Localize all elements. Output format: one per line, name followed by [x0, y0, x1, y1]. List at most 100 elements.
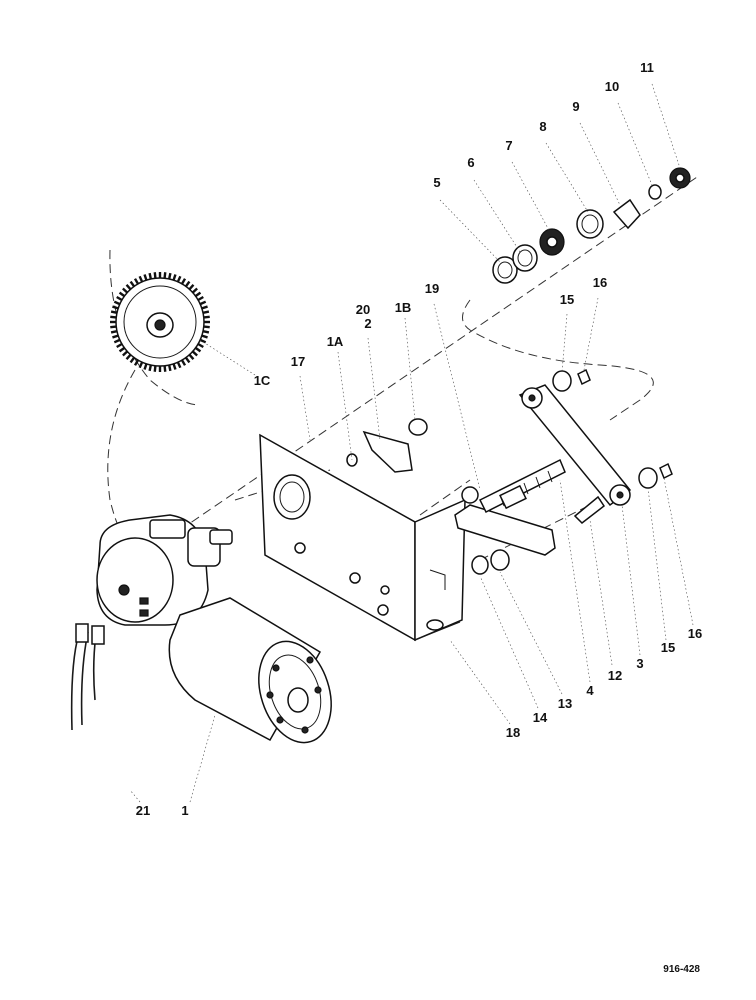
- gear-tooth: [188, 284, 195, 291]
- leader-line: [589, 519, 613, 666]
- leader-line: [479, 575, 539, 709]
- gear-tooth: [176, 275, 182, 283]
- gear-tooth: [203, 325, 210, 329]
- gear-tooth: [110, 329, 118, 334]
- gear-tooth: [199, 300, 207, 306]
- callout-label: 16: [593, 275, 607, 290]
- callout-label: 2: [364, 316, 371, 331]
- wiring-harness-icon: [70, 623, 105, 731]
- gear-1c-icon: [110, 272, 210, 372]
- leader-line: [651, 83, 681, 169]
- fittings-icon: [346, 368, 673, 575]
- leader-line: [449, 639, 511, 725]
- gear-tooth: [172, 274, 177, 281]
- gear-tooth: [122, 287, 129, 294]
- gear-tooth: [201, 305, 208, 310]
- leader-line: [499, 571, 563, 695]
- leader-line: [189, 714, 216, 803]
- gear-tooth: [133, 359, 140, 366]
- gear-tooth: [153, 272, 157, 279]
- gear-tooth: [138, 361, 144, 369]
- gear-tooth: [163, 365, 167, 372]
- gear-tooth: [129, 356, 136, 364]
- callout-label: 1A: [327, 334, 344, 349]
- gear-tooth: [199, 338, 207, 344]
- gear-tooth: [112, 334, 119, 339]
- gear-tooth: [191, 287, 198, 294]
- gear-tooth: [129, 280, 136, 288]
- leader-line: [337, 351, 353, 461]
- gear-tooth: [118, 346, 126, 353]
- gear-tooth: [184, 280, 191, 288]
- leader-line: [561, 313, 568, 373]
- gear-tooth: [143, 274, 148, 281]
- callout-label: 15: [661, 640, 675, 655]
- gear-tooth: [143, 363, 148, 370]
- leader-line: [647, 487, 667, 641]
- callout-label: 7: [505, 138, 512, 153]
- gear-tooth: [201, 334, 208, 339]
- gear-tooth: [180, 278, 187, 285]
- gear-tooth: [113, 300, 121, 306]
- callout-label: 1B: [395, 300, 412, 315]
- callout-label: 11: [640, 60, 654, 75]
- gear-tooth: [153, 365, 157, 372]
- callout-label: 1C: [254, 373, 271, 388]
- gear-tooth: [163, 272, 167, 279]
- gear-tooth: [167, 364, 172, 372]
- gear-tooth: [172, 363, 177, 370]
- leader-line: [617, 102, 653, 186]
- leader-line: [367, 337, 381, 441]
- gear-tooth: [110, 325, 117, 329]
- callout-label: 6: [467, 155, 474, 170]
- leader-line: [663, 477, 694, 626]
- callout-label: 16: [688, 626, 702, 641]
- gear-tooth: [194, 291, 202, 298]
- callout-label: 15: [560, 292, 574, 307]
- gear-tooth: [197, 342, 204, 349]
- leader-line: [199, 339, 256, 376]
- gear-tooth: [138, 275, 144, 283]
- leader-line: [433, 303, 481, 491]
- callout-label: 12: [608, 668, 622, 683]
- motor-body-icon: [168, 597, 332, 744]
- gear-tooth: [113, 338, 121, 344]
- callout-label: 19: [425, 281, 439, 296]
- gear-tooth: [184, 356, 191, 364]
- spindle-fittings-icon: [492, 167, 691, 284]
- gear-tooth: [197, 295, 204, 302]
- gear-tooth: [194, 346, 202, 353]
- gear-tooth: [112, 305, 119, 310]
- gear-tooth: [148, 364, 153, 372]
- callout-label: 14: [533, 710, 548, 725]
- linkage-arm-icon: [454, 384, 632, 556]
- gear-tooth: [110, 310, 118, 315]
- leader-line: [129, 789, 141, 803]
- gear-tooth: [188, 353, 195, 360]
- callout-label: 18: [506, 725, 520, 740]
- callout-label: 17: [291, 354, 305, 369]
- leader-line: [511, 161, 551, 233]
- gear-tooth: [122, 350, 129, 357]
- callout-layer: 11A1B1C234567891011121314151516161718192…: [129, 60, 702, 818]
- leader-line: [545, 142, 589, 213]
- gear-tooth: [180, 359, 187, 366]
- leader-line: [621, 504, 641, 656]
- callout-label: 13: [558, 696, 572, 711]
- gear-tooth: [118, 291, 126, 298]
- gear-tooth: [191, 350, 198, 357]
- mounting-bracket-icon: [259, 433, 466, 642]
- leader-line: [583, 297, 599, 371]
- callout-label: 5: [433, 175, 440, 190]
- callout-label: 1: [181, 803, 188, 818]
- leader-line: [473, 179, 521, 253]
- callout-label: 8: [539, 119, 546, 134]
- gear-tooth: [176, 361, 182, 369]
- drawing-reference-number: 916-428: [663, 964, 700, 975]
- gear-tooth: [167, 272, 172, 280]
- gear-tooth: [133, 278, 140, 285]
- leader-line: [439, 199, 501, 263]
- gear-tooth: [148, 272, 153, 280]
